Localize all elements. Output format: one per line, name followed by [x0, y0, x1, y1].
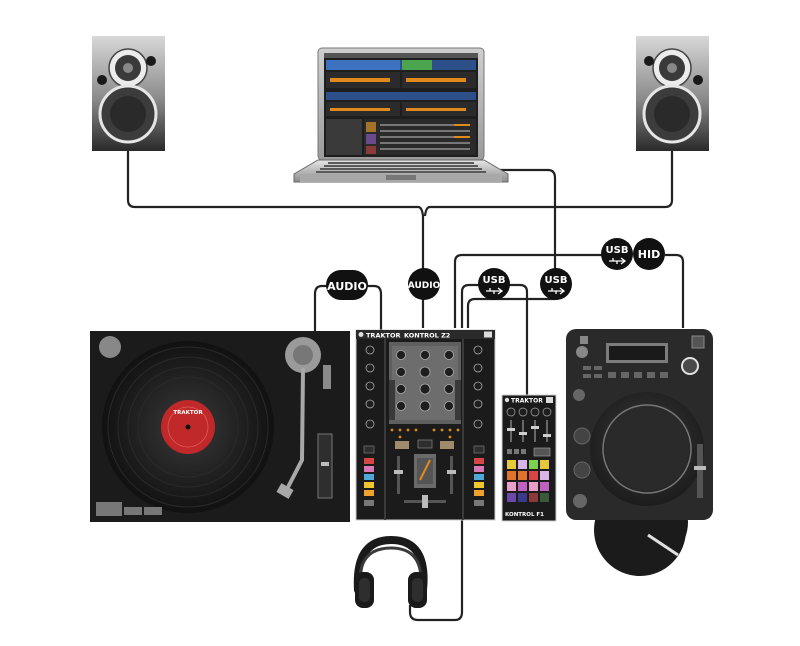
cable-headphones — [408, 520, 464, 622]
cables — [126, 150, 685, 622]
svg-text:HID: HID — [638, 248, 660, 261]
svg-text:TRAKTOR: TRAKTOR — [511, 398, 543, 405]
badge-audio-left: AUDIO — [326, 270, 368, 300]
controller-kontrol-f1: TRAKTOR KONTROL F1 — [501, 394, 557, 522]
usb-icon — [486, 287, 504, 295]
cable-usb-f1 — [460, 283, 529, 395]
laptop — [293, 47, 509, 183]
badge-hid-cdj: HID — [633, 238, 665, 270]
cable-turntable-audio — [313, 284, 383, 332]
speaker-left — [92, 36, 165, 151]
badge-usb-mixer: USB — [478, 268, 510, 300]
svg-text:AUDIO: AUDIO — [408, 281, 441, 291]
headphones — [353, 535, 428, 608]
cable-usb-trunk — [453, 253, 603, 328]
laptop-screen — [324, 53, 478, 157]
cable-master-audio — [417, 205, 431, 328]
cable-right-speaker — [430, 150, 674, 209]
svg-text:USB: USB — [606, 245, 629, 256]
cable-hid-cdj — [665, 253, 685, 328]
cable-left-speaker — [126, 150, 418, 209]
svg-text:TRAKTOR: TRAKTOR — [173, 410, 203, 416]
svg-text:TRAKTOR: TRAKTOR — [366, 332, 400, 340]
cable-laptop-usb — [500, 168, 557, 282]
badge-audio-center: AUDIO — [408, 268, 441, 300]
badge-usb-f1: USB — [540, 268, 572, 300]
speaker-right — [636, 36, 709, 151]
laptop-keyboard — [316, 162, 486, 173]
mixer-eq-knobs — [396, 350, 454, 412]
svg-text:USB: USB — [545, 275, 568, 286]
turntable: TRAKTOR — [90, 331, 350, 522]
cable-usb-mixer — [466, 289, 560, 328]
cd-player — [566, 329, 713, 576]
f1-pad-grid — [507, 460, 549, 502]
svg-text:USB: USB — [483, 275, 506, 286]
usb-icon — [609, 257, 627, 265]
svg-text:KONTROL F1: KONTROL F1 — [505, 512, 544, 518]
usb-icon — [548, 287, 566, 295]
svg-text:AUDIO: AUDIO — [327, 280, 367, 293]
mixer-kontrol-z2: TRAKTOR KONTROL Z2 — [355, 329, 496, 521]
svg-text:KONTROL Z2: KONTROL Z2 — [404, 332, 450, 340]
badge-usb-cdj: USB — [601, 238, 633, 270]
